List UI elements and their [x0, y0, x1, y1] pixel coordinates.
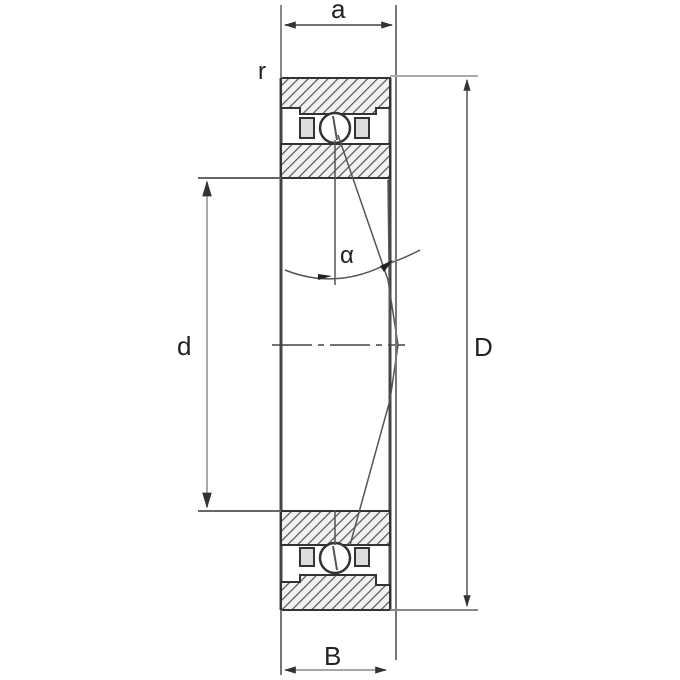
- label-B: B: [324, 641, 342, 671]
- label-d: d: [177, 331, 192, 361]
- label-alpha: α: [340, 242, 354, 269]
- label-a: a: [331, 0, 346, 24]
- dimension-B: [280, 610, 388, 675]
- dimension-d: [198, 177, 281, 512]
- top-section: [280, 77, 391, 179]
- dimension-a: [280, 5, 397, 660]
- label-r: r: [258, 58, 266, 85]
- label-D: D: [474, 332, 493, 362]
- alpha-arc: [284, 249, 421, 280]
- dimension-D: [390, 75, 478, 611]
